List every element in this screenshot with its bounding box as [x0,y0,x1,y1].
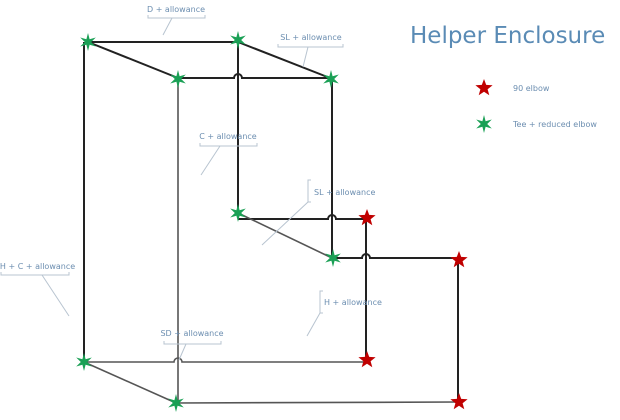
legend-red-star-icon [475,79,493,96]
callout-sl-top-bracket [277,44,344,68]
callout-sd: SD + allowance [160,329,223,338]
green-star-icon [230,204,246,222]
callout-sh-c: SH + C + allowance [0,262,75,271]
green-star-icon [323,70,339,88]
legend-90-elbow-label: 90 elbow [513,84,550,93]
red-star-icon [358,209,376,226]
green-star-icon [170,70,186,88]
diagram-title: Helper Enclosure [410,23,605,49]
fittings [76,31,493,412]
callout-sh-c-bracket [0,272,70,317]
pipe-top-front [178,73,330,79]
callout-d-bracket [147,15,206,36]
callout-sd-bracket [163,341,222,361]
red-star-icon [450,393,468,410]
pipe-top-left-diag [87,41,179,79]
green-star-icon [230,31,246,49]
callout-c-bracket [199,143,258,176]
legend-green-star-icon [476,115,492,133]
callout-h: H + allowance [324,298,382,307]
pipe-bottom-front [175,401,459,404]
callout-sl-mid: SL + allowance [314,188,375,197]
pipes [83,41,459,404]
callout-sl-top: SL + allowance [280,33,341,42]
green-star-icon [325,249,341,267]
callout-sl-mid-bracket [261,179,311,246]
pipe-mid-diag [237,212,333,259]
green-star-icon [168,394,184,412]
green-star-icon [80,33,96,51]
callout-c: C + allowance [199,132,257,141]
green-star-icon [76,353,92,371]
pipe-mid-front-horizontal [332,253,458,259]
pipe-top-right-diag [237,41,331,79]
red-star-icon [450,251,468,268]
red-star-icon [358,351,376,368]
pipe-bottom-back [84,357,366,363]
callout-d: D + allowance [147,5,205,14]
callout-h-bracket [306,290,323,337]
legend-tee-label: Tee + reduced elbow [512,120,597,129]
callouts: D + allowance SL + allowance C + allowan… [0,5,382,361]
pipe-bottom-diag [83,361,177,404]
pipe-mid-back-horizontal [238,214,366,220]
